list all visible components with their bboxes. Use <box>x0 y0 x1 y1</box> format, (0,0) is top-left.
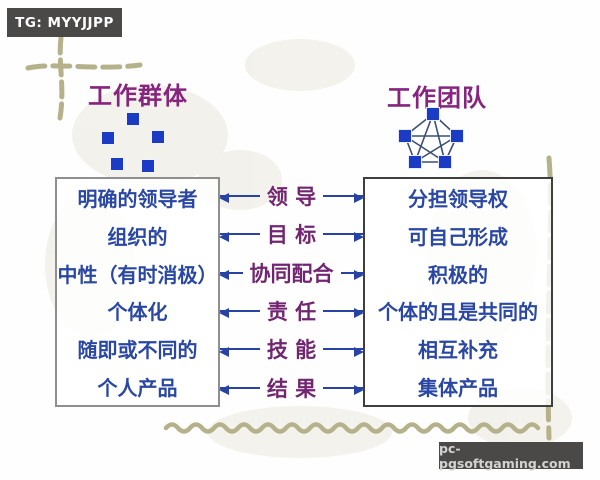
arrow-right-icon <box>323 231 364 242</box>
site-badge-text: pc-pgsoftgaming.com <box>439 440 571 471</box>
team-item: 集体产品 <box>418 375 498 400</box>
connector-label: 结 果 <box>266 376 317 401</box>
connector-row: 目 标 <box>219 215 364 253</box>
group-item: 随即或不同的 <box>77 338 198 363</box>
arrow-left-icon <box>219 193 260 204</box>
group-title: 工作群体 <box>88 82 188 110</box>
team-box: 分担领导权 可自己形成 积极的 个体的且是共同的 相互补充 集体产品 <box>363 177 553 407</box>
team-item: 个体的且是共同的 <box>378 300 538 325</box>
group-item: 个体化 <box>107 300 168 325</box>
arrow-right-icon <box>323 193 364 204</box>
connector-label: 协同配合 <box>249 261 334 286</box>
arrow-left-icon <box>219 270 243 281</box>
node-square-icon <box>152 131 164 143</box>
connector-label: 技 能 <box>266 338 317 363</box>
arrow-right-icon <box>340 270 364 281</box>
team-item: 可自己形成 <box>408 225 508 249</box>
node-square-icon <box>127 113 139 125</box>
team-item: 积极的 <box>428 262 488 287</box>
connector-row: 责 任 <box>219 292 364 330</box>
connector-label: 领 导 <box>266 185 317 210</box>
arrow-right-icon <box>323 384 364 395</box>
arrow-right-icon <box>323 346 364 357</box>
node-square-icon <box>111 158 123 170</box>
network-edges <box>404 113 458 163</box>
connector-row: 领 导 <box>219 177 364 215</box>
group-box: 明确的领导者 组织的 中性（有时消极） 个体化 随即或不同的 个人产品 <box>55 177 220 407</box>
connector-row: 协同配合 <box>219 254 364 292</box>
arrow-left-icon <box>219 231 260 242</box>
arrow-right-icon <box>323 308 364 319</box>
arrow-left-icon <box>219 346 260 357</box>
tg-watermark-badge: TG: MYYJJPP <box>7 8 122 37</box>
team-item: 相互补充 <box>418 338 498 363</box>
group-item: 明确的领导者 <box>77 187 198 212</box>
group-item: 组织的 <box>107 225 168 249</box>
connector-column: 领 导 目 标 协同配合 责 任 技 能 结 果 <box>219 177 364 407</box>
team-item: 分担领导权 <box>408 187 508 212</box>
connector-label: 目 标 <box>266 223 317 248</box>
arrow-left-icon <box>219 308 260 319</box>
node-square-icon <box>102 132 114 144</box>
tg-badge-text: TG: MYYJJPP <box>15 14 114 31</box>
connector-row: 结 果 <box>219 369 364 407</box>
connector-row: 技 能 <box>219 330 364 368</box>
arrow-left-icon <box>219 384 260 395</box>
node-square-icon <box>142 160 154 172</box>
connected-network-icon <box>398 107 464 169</box>
network-nodes <box>398 107 464 169</box>
group-item: 中性（有时消极） <box>57 262 218 287</box>
site-watermark-badge: pc-pgsoftgaming.com <box>439 440 583 471</box>
connector-label: 责 任 <box>266 300 317 325</box>
group-item: 个人产品 <box>97 375 178 400</box>
